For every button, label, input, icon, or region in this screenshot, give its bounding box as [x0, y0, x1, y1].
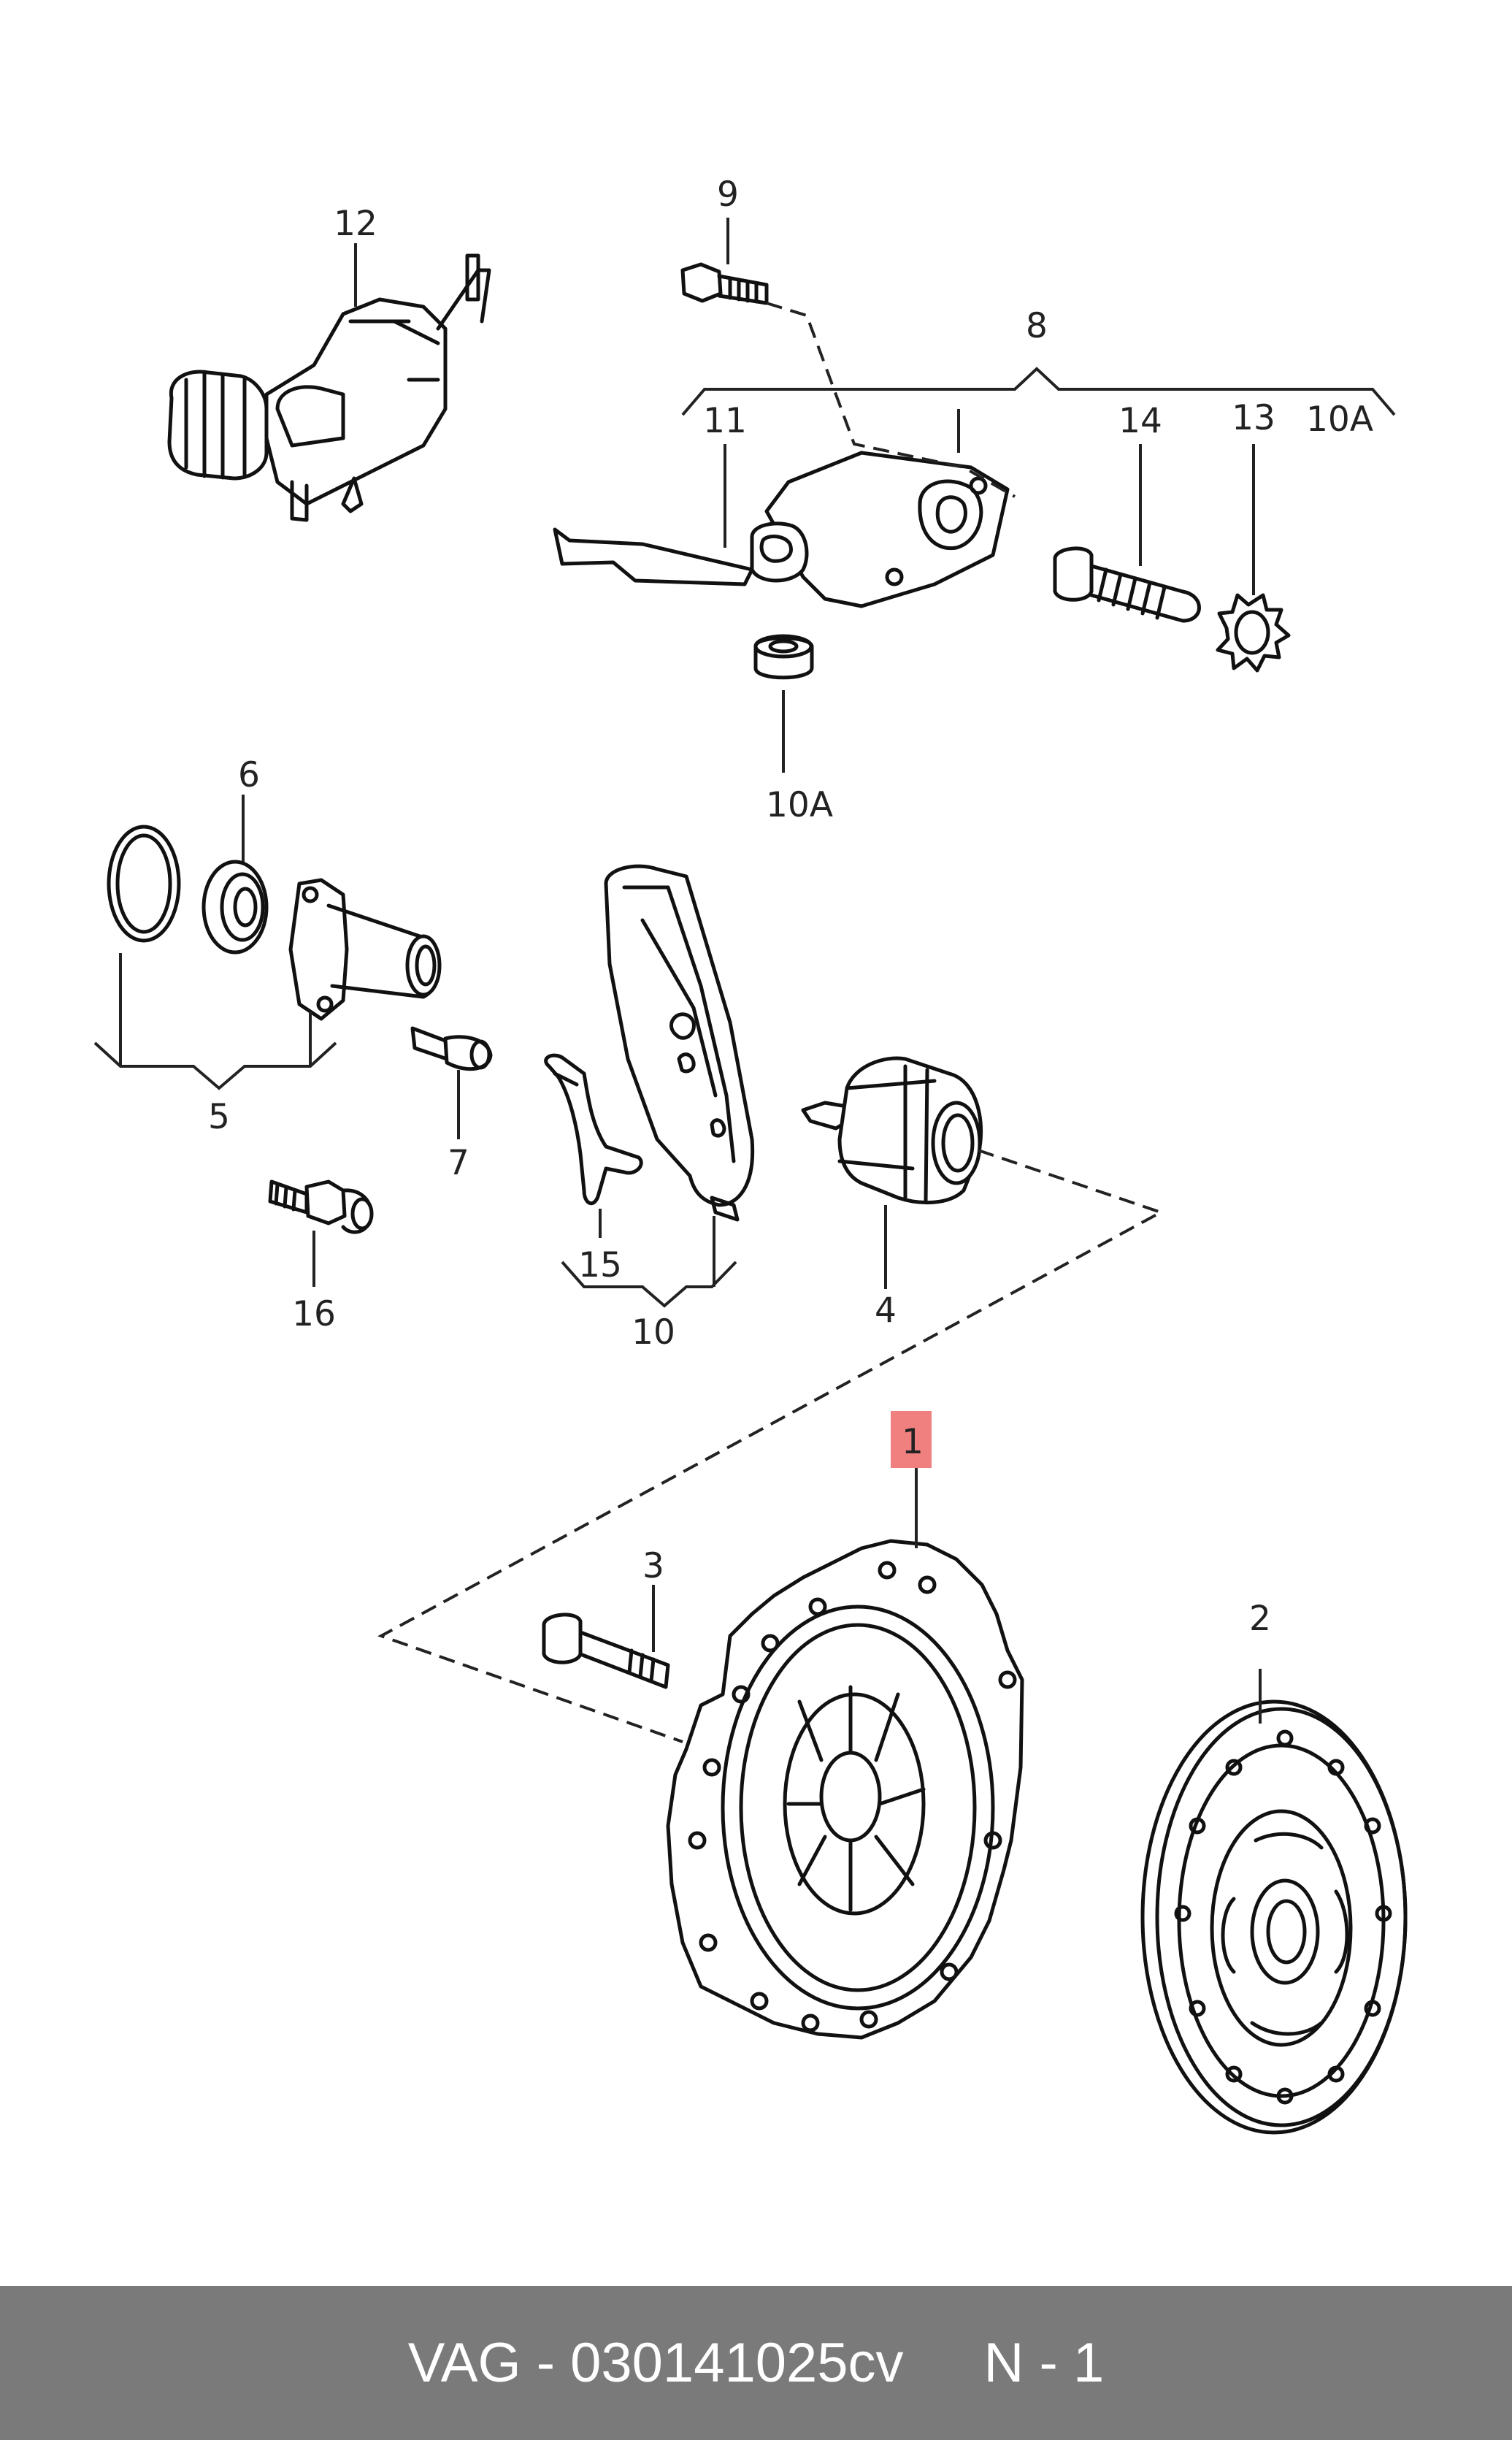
part-reference-label: VAG - 030141025cv [407, 2332, 904, 2394]
callout-10a-bottom: 10A [766, 785, 833, 825]
bracket-5 [93, 1041, 337, 1090]
part-10-release-fork [604, 864, 755, 1222]
callout-13: 13 [1232, 398, 1275, 438]
callout-8: 8 [1026, 306, 1048, 346]
part-2-clutch-disc [1140, 1699, 1408, 2135]
part-13-lock-washer [1216, 593, 1291, 673]
quantity-label: N - 1 [983, 2332, 1105, 2394]
part-12-clutch-slave-housing [167, 253, 491, 522]
callout-7: 7 [448, 1143, 469, 1183]
part-10a-bush [753, 634, 814, 680]
callout-1: 1 [902, 1422, 924, 1462]
bracket-10 [561, 1261, 737, 1308]
callout-4: 4 [875, 1290, 897, 1331]
callout-5: 5 [208, 1097, 230, 1137]
callout-2: 2 [1249, 1599, 1271, 1639]
part-11-release-lever [553, 451, 1010, 608]
part-14-spring-bolt [1053, 546, 1201, 623]
callout-15: 15 [578, 1245, 622, 1285]
part-7-bolt [410, 1026, 493, 1071]
part-3-bolt [542, 1613, 670, 1689]
callout-11: 11 [703, 401, 747, 441]
bracket-8 [681, 367, 1396, 416]
callout-6: 6 [238, 755, 260, 795]
part-9-bolt [680, 262, 769, 305]
part-5-o-ring [107, 825, 181, 943]
callout-12: 12 [334, 204, 377, 244]
callout-14: 14 [1118, 401, 1162, 441]
part-4-release-bearing [801, 1056, 983, 1205]
exploded-parts-diagram: 12 9 8 11 14 13 10A 10A 6 5 7 16 15 10 4… [93, 175, 1408, 2135]
callout-labels: 12 9 8 11 14 13 10A 10A 6 5 7 16 15 10 4… [208, 175, 1373, 1639]
part-1-highlight [891, 1411, 932, 1468]
dashed-guide-9 [766, 302, 1016, 498]
callout-10: 10 [632, 1312, 675, 1353]
callout-9: 9 [717, 175, 739, 215]
dashed-guide-4-1 [377, 1149, 1164, 1743]
part-6-oil-seal [202, 860, 269, 955]
part-16-sensor [268, 1179, 374, 1234]
callout-3: 3 [642, 1546, 664, 1586]
leader-lines [93, 218, 1396, 1743]
part-reference-footer: VAG - 030141025cv N - 1 [0, 2286, 1512, 2440]
part-5-guide-sleeve [288, 878, 442, 1021]
callout-10a-top: 10A [1306, 399, 1373, 440]
part-15-spring-clip [544, 1053, 643, 1205]
callout-16: 16 [292, 1294, 336, 1334]
part-1-pressure-plate [666, 1539, 1024, 2040]
